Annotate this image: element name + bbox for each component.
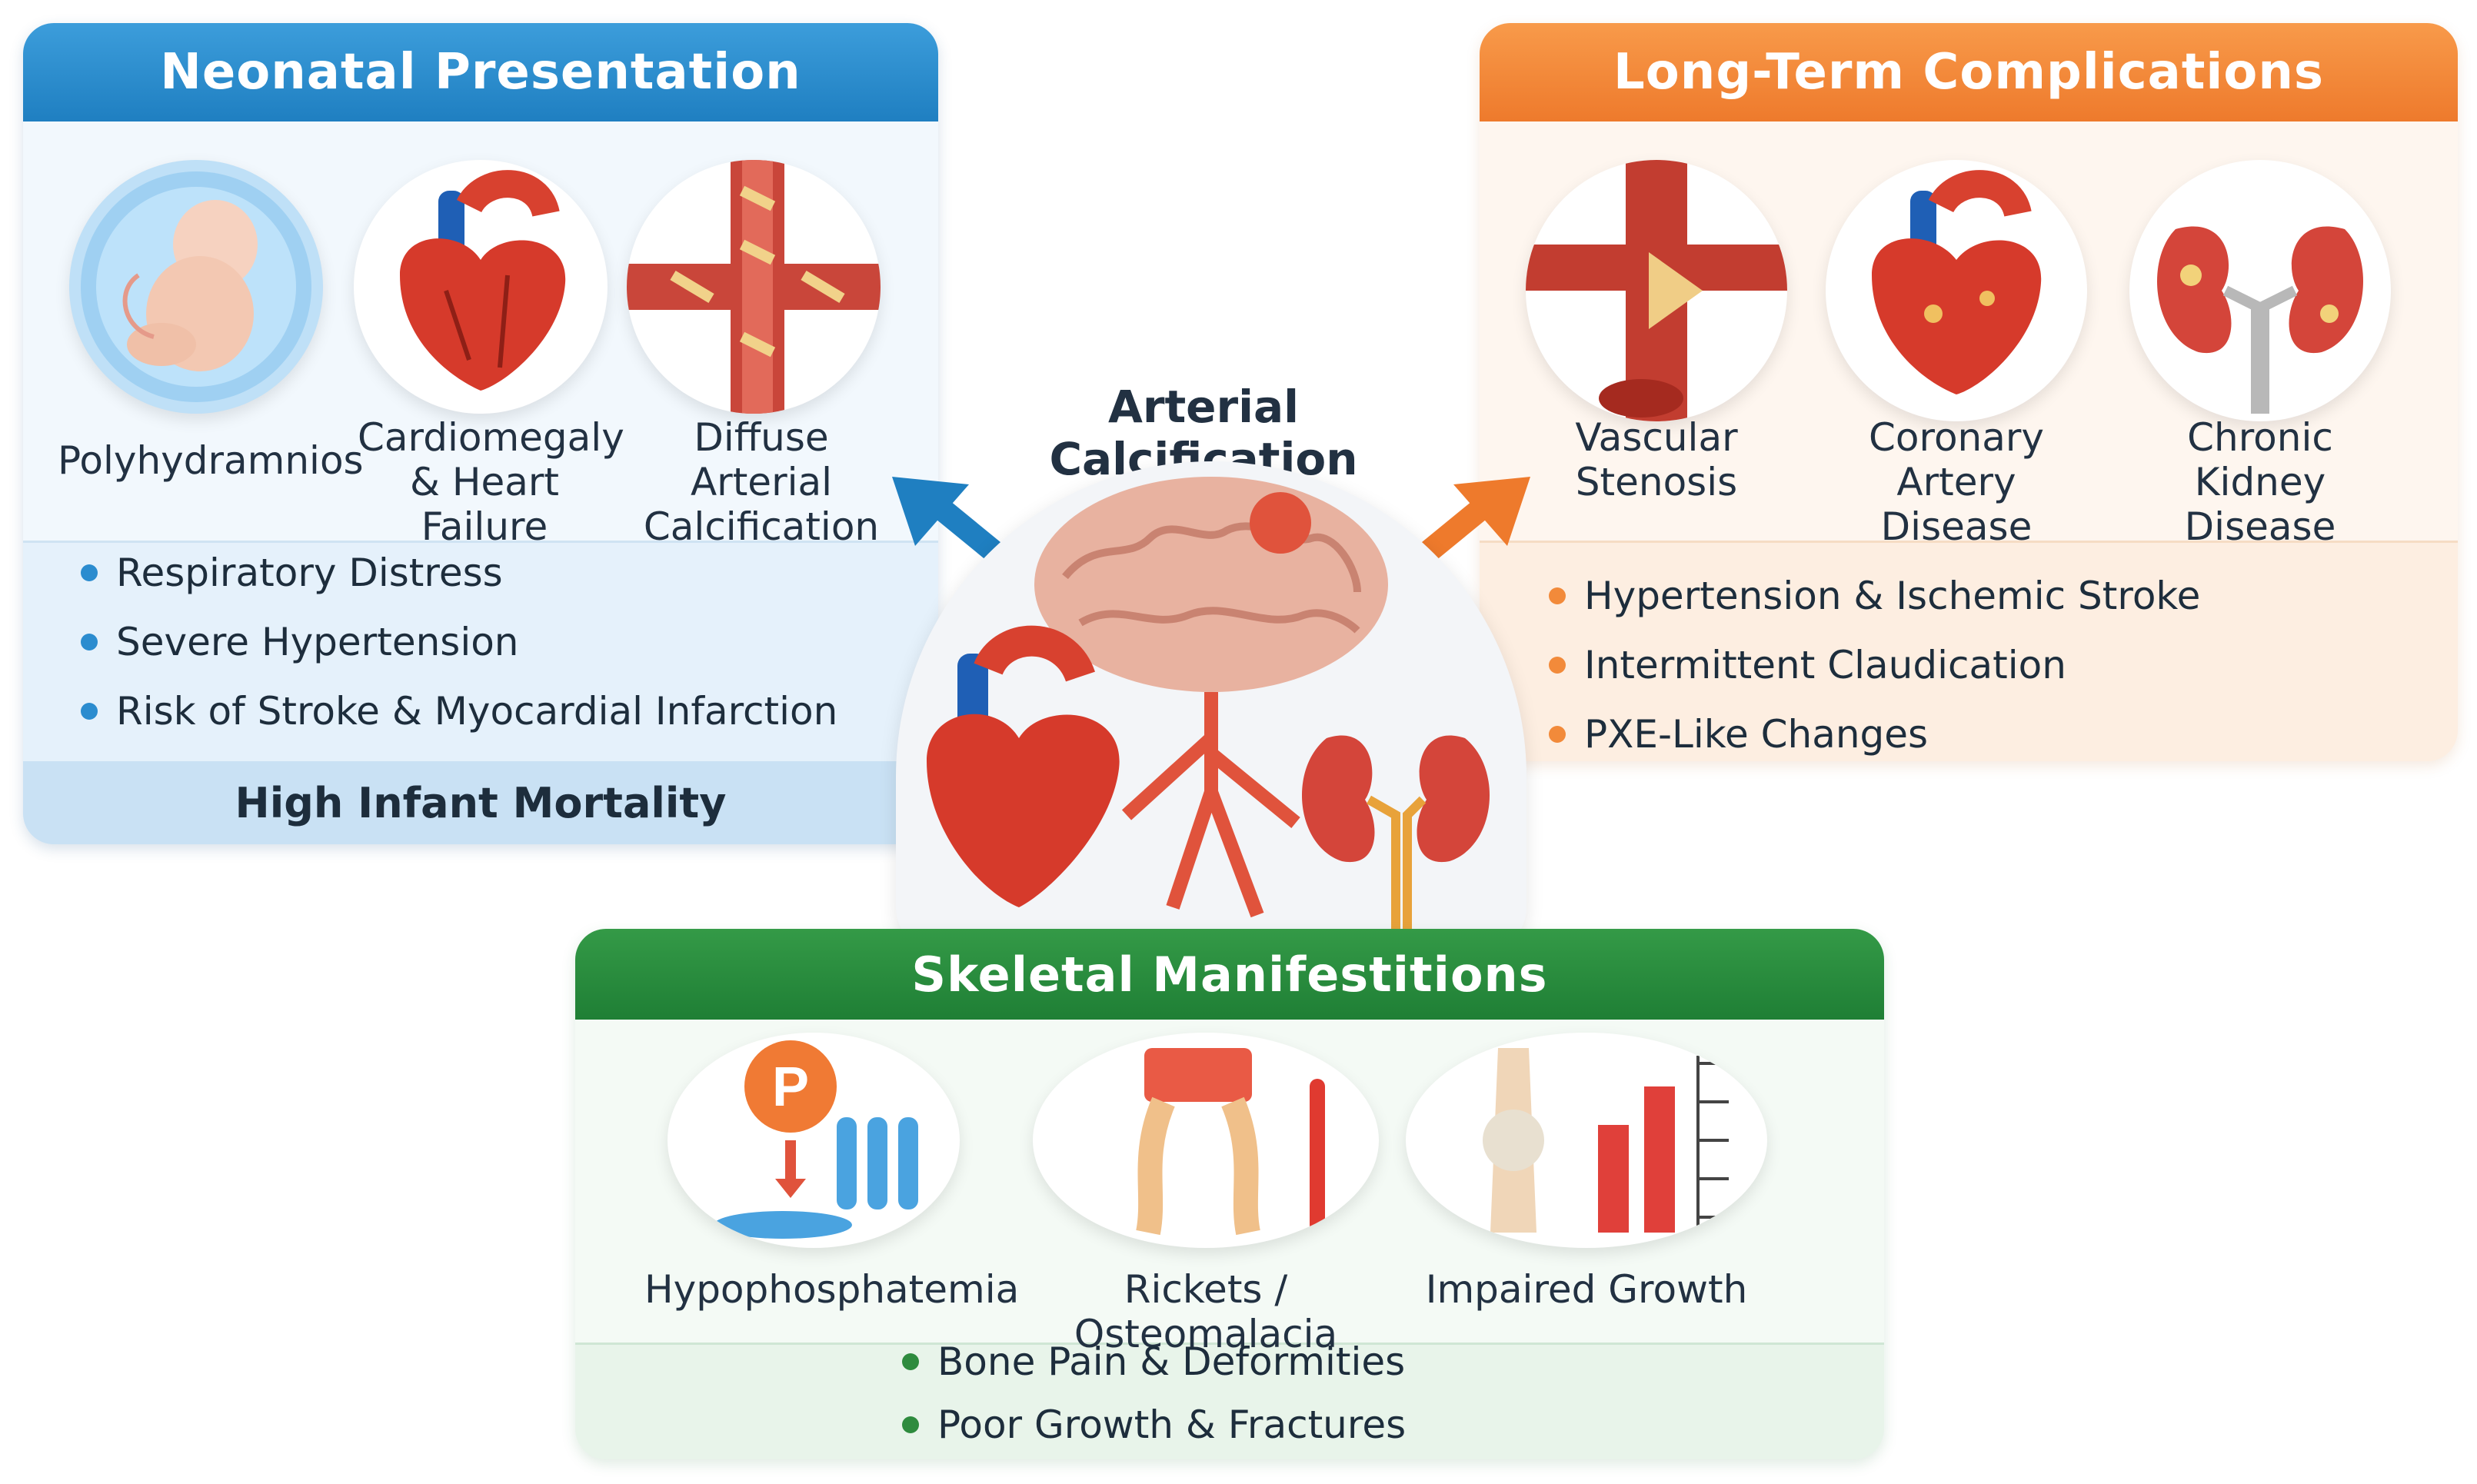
neonatal-title: Neonatal Presentation (160, 44, 801, 101)
list-item: Severe Hypertension (81, 607, 837, 677)
longterm-title: Long-Term Complications (1613, 44, 2324, 101)
stenosed-artery-icon (1526, 160, 1787, 421)
center-kidneys-icon (1301, 735, 1490, 953)
phosphate-test-tubes-icon: P (668, 1033, 960, 1248)
diffuse-calcification-label: Diffuse Arterial Calcification (643, 415, 880, 549)
calcified-artery-icon (627, 160, 881, 414)
list-item: Risk of Stroke & Myocardial Infarction (81, 677, 837, 746)
heart-icon (354, 160, 608, 414)
bowed-legs-icon (1033, 1033, 1379, 1248)
skeletal-bullets: Bone Pain & Deformities Poor Growth & Fr… (902, 1330, 1406, 1456)
neonatal-bullets: Respiratory Distress Severe Hypertension… (81, 538, 837, 746)
vessel-tree (1121, 692, 1300, 918)
phosphate-badge: P (772, 1056, 809, 1118)
coronary-artery-disease-label: Coronary Artery Disease (1868, 415, 2045, 549)
kidneys-icon (2129, 160, 2391, 421)
neonatal-panel: Neonatal Presentation Polyhydramnios Car… (23, 23, 938, 844)
list-item: Poor Growth & Fractures (902, 1393, 1406, 1456)
skeletal-panel: Skeletal Manifestitions P Hypophosphatem… (575, 929, 1884, 1459)
list-item: Bone Pain & Deformities (902, 1330, 1406, 1393)
brain-icon (1034, 477, 1388, 692)
center-heart-icon (927, 625, 1120, 907)
bone-growth-chart-icon (1406, 1033, 1767, 1248)
cardiomegaly-label: Cardiomegaly & Heart Failure (358, 415, 624, 549)
vascular-stenosis-label: Vascular Stenosis (1575, 415, 1738, 504)
list-item: PXE-Like Changes (1549, 700, 2200, 761)
longterm-panel: Long-Term Complications Vascular Stenosi… (1480, 23, 2458, 761)
list-item: Hypertension & Ischemic Stroke (1549, 561, 2200, 631)
skeletal-header: Skeletal Manifestitions (575, 929, 1884, 1020)
neonatal-footer: High Infant Mortality (23, 761, 938, 844)
polyhydramnios-label: Polyhydramnios (58, 438, 364, 483)
chronic-kidney-disease-label: Chronic Kidney Disease (2184, 415, 2336, 549)
neonatal-header: Neonatal Presentation (23, 23, 938, 121)
skeletal-title: Skeletal Manifestitions (911, 946, 1548, 1003)
list-item: Respiratory Distress (81, 538, 837, 607)
impaired-growth-label: Impaired Growth (1425, 1267, 1748, 1312)
list-item: Intermittent Claudication (1549, 631, 2200, 700)
longterm-bullets: Hypertension & Ischemic Stroke Intermitt… (1549, 561, 2200, 761)
center-illustration (896, 461, 1526, 953)
fetus-icon (69, 160, 323, 414)
hypophosphatemia-label: Hypophosphatemia (644, 1267, 1020, 1312)
coronary-heart-icon (1826, 160, 2087, 421)
rickets-label: Rickets / Osteomalacia (1074, 1267, 1338, 1356)
longterm-header: Long-Term Complications (1480, 23, 2458, 121)
